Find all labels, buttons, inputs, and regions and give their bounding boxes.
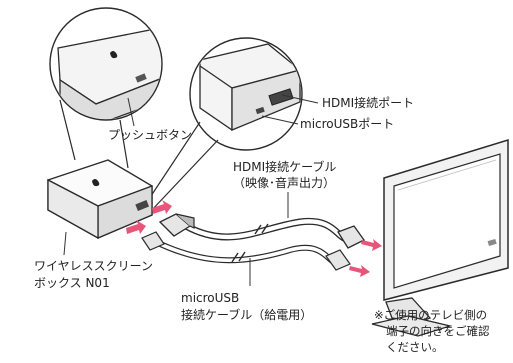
wireless-screen-box-device <box>47 159 153 240</box>
hdmi-port-arrow <box>152 200 172 214</box>
hdmi-cable-label-line1: HDMI接続ケーブル <box>233 160 337 174</box>
tv-usb-arrow <box>349 265 370 277</box>
microusb-port-label: microUSBポート <box>300 117 395 131</box>
insertion-arrows <box>126 200 382 277</box>
device-name-line1: ワイヤレススクリーン <box>34 259 154 273</box>
hdmi-cable <box>158 213 365 249</box>
zoom-leader-lines <box>59 99 219 213</box>
usb-cable-label-line1: microUSB <box>181 291 240 305</box>
tv-note-line1: ※ご使用のテレビ側の <box>374 308 488 322</box>
usb-cable-label-line2: 接続ケーブル（給電用） <box>181 308 313 322</box>
ports-zoom-circle <box>189 37 303 151</box>
tv-monitor <box>371 138 509 337</box>
device-name-line2: ボックス N01 <box>34 276 110 290</box>
microusb-cable <box>141 231 351 271</box>
tv-note-line2: 端子の向きをご確認 <box>386 324 490 338</box>
push-button-label: プッシュボタン <box>108 128 193 142</box>
hdmi-cable-label-line2: （映像･音声出力） <box>233 176 336 190</box>
hdmi-port-label: HDMI接続ポート <box>322 96 415 110</box>
tv-note-line3: ください。 <box>386 340 444 354</box>
tv-hdmi-arrow <box>361 239 382 251</box>
label-leader-lines <box>63 94 319 286</box>
usb-port-arrow <box>126 220 146 234</box>
push-button-zoom-circle <box>49 7 163 121</box>
